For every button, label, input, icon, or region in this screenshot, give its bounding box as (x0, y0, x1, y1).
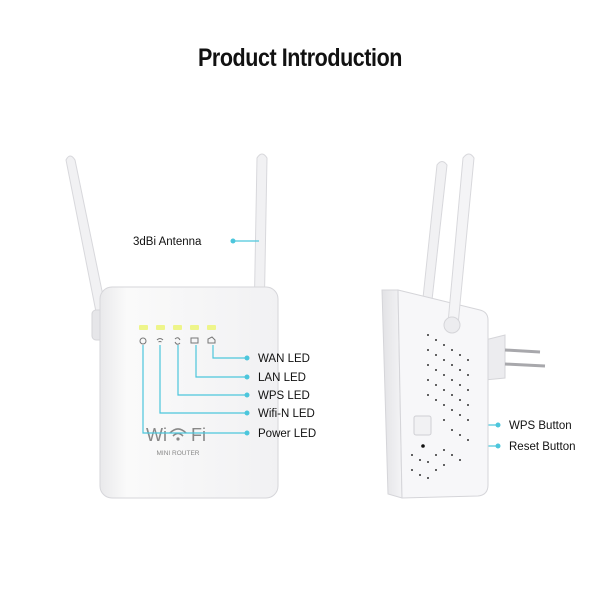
led-icons (139, 336, 216, 345)
plug-pin-lower (504, 362, 546, 368)
wps-button-label: WPS Button (509, 420, 572, 432)
led-lights (139, 325, 216, 330)
callout-dot (244, 392, 250, 398)
vent-holes (411, 334, 469, 479)
page-title: Product Introduction (197, 44, 402, 72)
callout-dot (244, 355, 250, 361)
wifi-logo-fi: Fi (191, 425, 206, 445)
callout-dot (495, 422, 501, 428)
back-antenna (422, 161, 448, 301)
front-face (397, 289, 489, 499)
callout-dot (244, 410, 250, 416)
wifi-n-led-label: Wifi-N LED (258, 408, 315, 420)
callout-dot (244, 430, 250, 436)
wan-icon (207, 336, 216, 344)
callout-dot (230, 238, 236, 244)
wifi-logo-wi: Wi (146, 425, 167, 445)
front-router: Wi Fi MINI ROUTER (65, 153, 279, 499)
wps-led (173, 325, 182, 330)
lan-led-callout-line (195, 345, 247, 378)
wan-led-callout-line (212, 345, 247, 359)
power-led-label: Power LED (258, 428, 316, 440)
callout-dots (230, 238, 501, 449)
brand-subtitle: MINI ROUTER (157, 450, 200, 457)
wan-led-label: WAN LED (258, 353, 310, 365)
wifi-icon (156, 338, 164, 343)
callout-dot (495, 443, 501, 449)
lan-icon (190, 337, 199, 344)
plug-pin-upper (504, 348, 541, 354)
antenna-label: 3dBi Antenna (133, 236, 202, 248)
wifi-n-led (156, 325, 165, 330)
lan-led (190, 325, 199, 330)
front-antenna (447, 153, 475, 326)
power-icon (139, 337, 147, 345)
antenna-hinge (443, 316, 461, 334)
power-led (139, 325, 148, 330)
wps-button[interactable] (413, 415, 432, 436)
wan-led (207, 325, 216, 330)
wps-led-callout-line (177, 345, 247, 396)
wifi-n-led-callout-line (159, 345, 247, 414)
callout-dot (244, 374, 250, 380)
wps-icon (174, 337, 181, 345)
wifi-logo-signal-dot (176, 437, 180, 441)
reset-button-label: Reset Button (509, 441, 575, 453)
router-body (99, 286, 279, 499)
side-router (381, 153, 546, 499)
wifi-logo: Wi Fi MINI ROUTER (146, 425, 206, 457)
lan-led-label: LAN LED (258, 372, 306, 384)
wps-led-label: WPS LED (258, 390, 310, 402)
power-led-callout-line (142, 345, 247, 434)
reset-button[interactable] (421, 444, 425, 448)
